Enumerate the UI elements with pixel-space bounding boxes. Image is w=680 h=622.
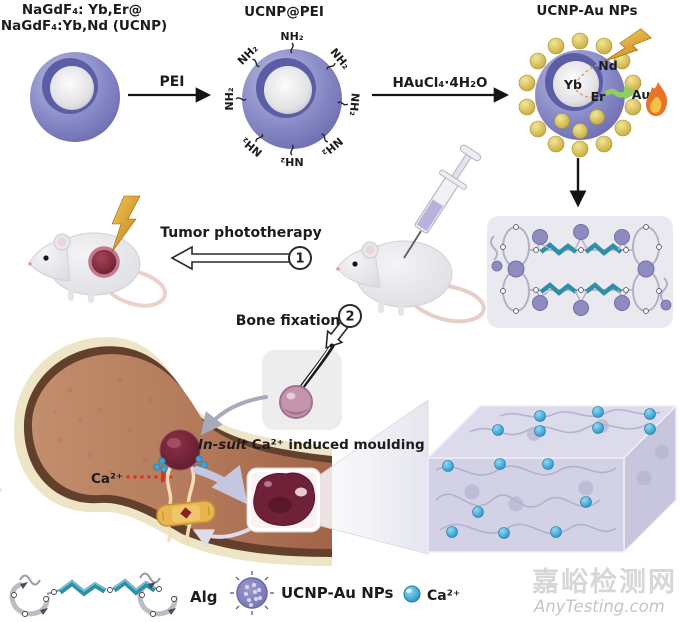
return-arrow: [192, 526, 254, 548]
gel-plug: [159, 429, 201, 471]
chain-beads: [500, 224, 662, 314]
dopant-yb-label: Yb: [563, 77, 582, 92]
gold-shell-dots: [518, 32, 642, 158]
injected-mouse: [336, 144, 486, 324]
crosslink-nodes: [507, 224, 655, 316]
precursor-label-line2: NaGdF₄:Yb,Nd (UCNP): [1, 18, 167, 34]
ca-legend-icon: [403, 585, 421, 603]
phototherapy-arrow: [170, 245, 308, 271]
bone-texture: [0, 378, 152, 492]
emission-arrowhead: [624, 86, 637, 100]
bone-fixation-label: Bone fixation: [236, 313, 341, 329]
precursor-label-line1: NaGdF₄: Yb,Er@: [22, 2, 142, 18]
svg-text:NH₂: NH₂: [280, 155, 303, 168]
step-2-badge: [338, 304, 362, 328]
svg-text:NH₂: NH₂: [280, 30, 303, 43]
moulding-caption: In-suit Ca²⁺ induced moulding: [198, 437, 425, 453]
nh2-group: NH₂: [280, 144, 304, 168]
dopant-er-label: Er: [591, 89, 607, 104]
energy-transfer-arc-er: [575, 89, 593, 98]
step-1-badge: [288, 246, 312, 270]
au-product-label: UCNP-Au NPs: [536, 3, 637, 19]
bone-fixation-step: Bone fixation 2: [236, 304, 362, 350]
phototherapy-label: Tumor phototherapy: [160, 225, 322, 241]
haucl4-reagent-label: HAuCl₄·4H₂O: [392, 75, 487, 91]
nh2-group: NH₂: [280, 30, 304, 54]
calcium-dots: [442, 406, 656, 539]
ca-diffusion-label: Ca²⁺: [91, 471, 123, 487]
step-1-number: 1: [295, 252, 304, 267]
nh2-group: NH₂: [223, 87, 247, 111]
legend-alg-triangles: [20, 582, 176, 615]
pei-product-label: UCNP@PEI: [244, 4, 324, 20]
embedded-ucnp-spheres: [464, 419, 669, 512]
legend-ucnp: UCNP-Au NPs: [230, 571, 393, 615]
mouse-eye: [352, 261, 358, 267]
flame-icon: [646, 82, 668, 116]
zoom-wedge: [320, 399, 429, 555]
nh2-group: NH₂: [337, 92, 362, 117]
svg-text:NH₂: NH₂: [223, 87, 236, 110]
alg-network-panel: [487, 216, 673, 328]
moulded-gel-box: [246, 467, 322, 533]
emission-arrow: [604, 88, 628, 98]
ucnp-pei-sphere: NH₂ NH₂ NH₂ NH₂ NH₂ NH₂ NH₂ NH₂: [223, 30, 362, 168]
ucnp-core-shell-sphere: [30, 52, 120, 142]
watermark-cn: 嘉峪检测网: [532, 566, 677, 598]
moulding-arrow: [193, 465, 248, 505]
syringe-icon: [403, 144, 482, 259]
watermark: 嘉峪检测网 AnyTesting.com: [532, 566, 677, 616]
ucnp-au-sphere: Nd Yb Er Au: [518, 28, 668, 158]
band-aid: [156, 500, 216, 527]
legend-ucnp-label: UCNP-Au NPs: [281, 584, 393, 602]
legend-alg-beads: [11, 586, 177, 617]
legend-alg: Alg: [9, 572, 218, 617]
ucnp-legend-icon: [230, 571, 274, 615]
haucl4-reaction-arrow: HAuCl₄·4H₂O: [372, 75, 510, 103]
legend-alg-label: Alg: [190, 588, 218, 606]
laser-bolt-icon: [602, 28, 652, 63]
legend-alg-g-blocks: [58, 578, 157, 597]
step-2-number: 2: [345, 310, 354, 325]
gold-label: Au: [632, 87, 651, 102]
tumor-mouse: [28, 195, 167, 308]
phototherapy-step: Tumor phototherapy 1: [160, 225, 322, 271]
legend-ca: Ca²⁺: [403, 585, 460, 604]
bone-fixation-arrow: [325, 321, 349, 350]
hydrogel-cube: [320, 399, 678, 555]
svg-text:NH₂: NH₂: [347, 92, 362, 116]
pei-reaction-arrow: PEI: [128, 74, 212, 103]
mouse-eye: [43, 255, 49, 261]
dropper-panel: [262, 343, 342, 430]
tumor: [88, 246, 120, 278]
legend-ca-label: Ca²⁺: [427, 588, 460, 604]
pei-reagent-label: PEI: [159, 74, 184, 90]
energy-transfer-arc-nd: [577, 63, 601, 81]
dropper-to-gel-arrow: [200, 395, 268, 436]
watermark-en: AnyTesting.com: [533, 597, 665, 616]
bone-cross-section: Ca²⁺: [0, 337, 333, 566]
laser-bolt-icon: [111, 195, 141, 253]
